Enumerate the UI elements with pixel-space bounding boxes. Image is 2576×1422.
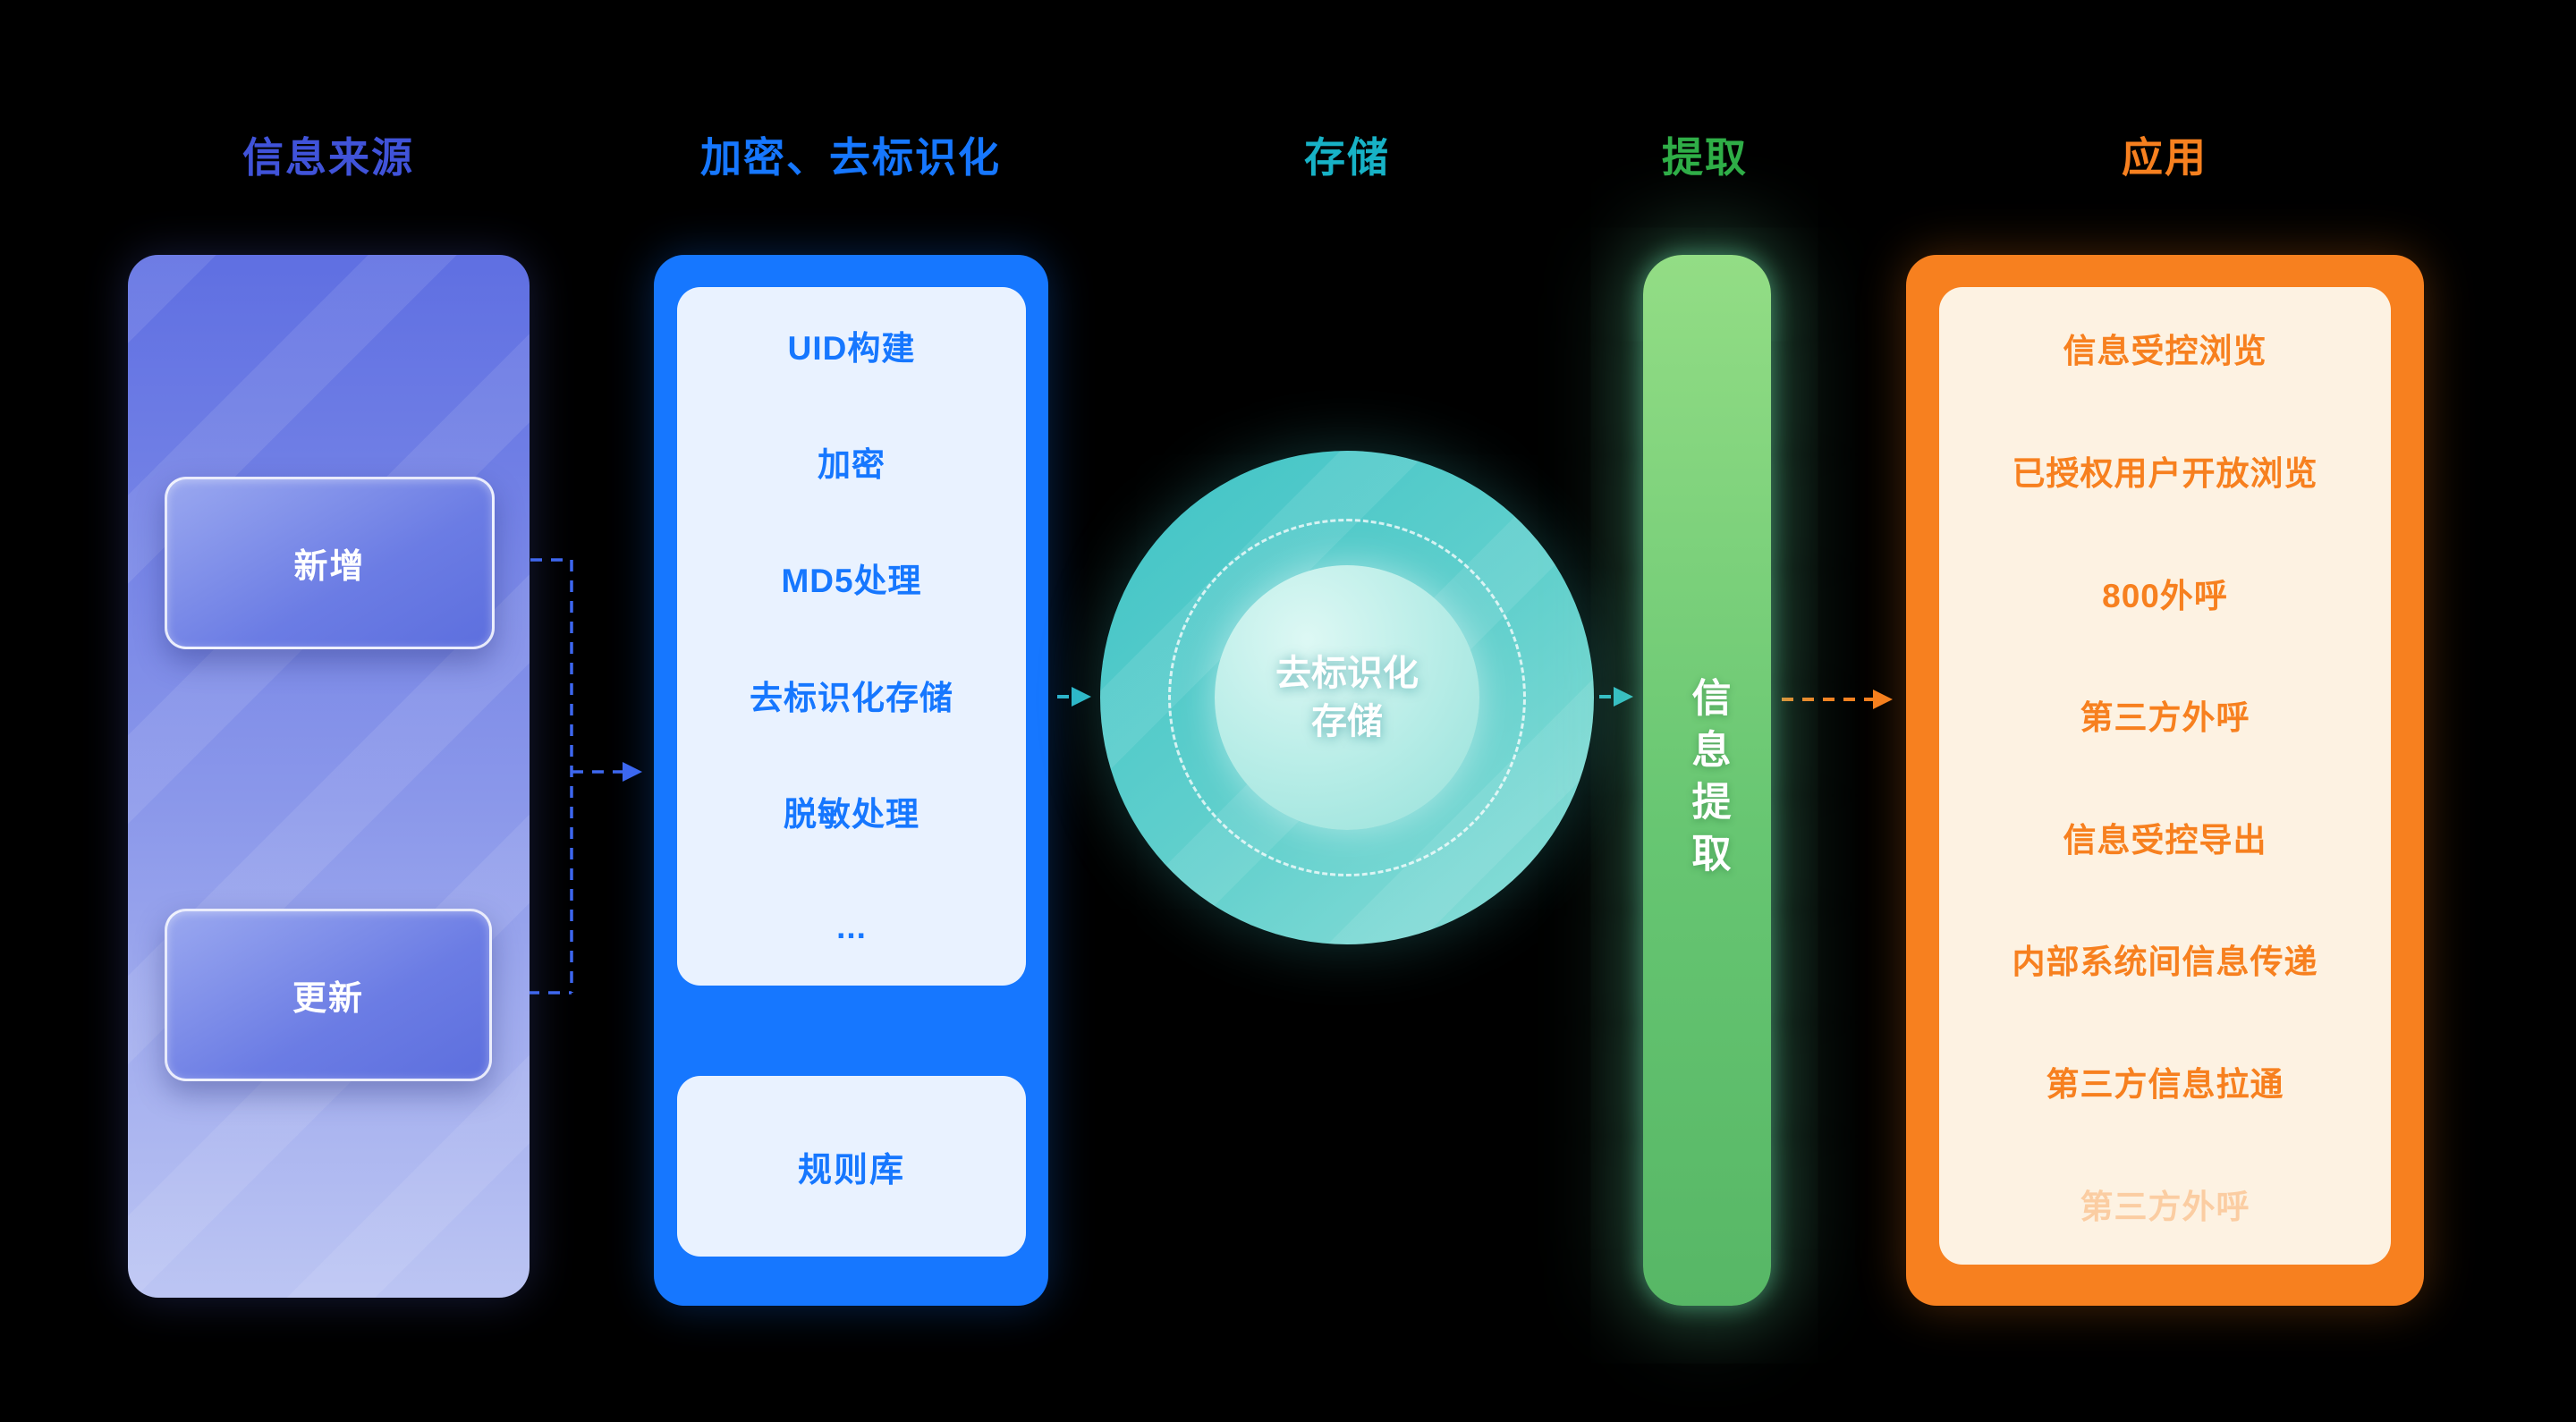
encrypt-step: UID构建: [787, 330, 916, 368]
apply-item-faded: 第三方外呼: [2080, 1188, 2250, 1225]
apply-item: 内部系统间信息传递: [2012, 944, 2318, 981]
encrypt-step: 加密: [818, 446, 886, 484]
storage-dashed-ring: [1168, 519, 1526, 876]
apply-list: 信息受控浏览 已授权用户开放浏览 800外呼 第三方外呼 信息受控导出 内部系统…: [1939, 287, 2391, 1265]
storage-label-line2: 存储: [1311, 702, 1383, 741]
apply-panel: 信息受控浏览 已授权用户开放浏览 800外呼 第三方外呼 信息受控导出 内部系统…: [1906, 255, 2424, 1306]
source-chip-update: 更新: [165, 909, 492, 1081]
source-chip-new: 新增: [165, 477, 495, 649]
encrypt-step: 脱敏处理: [784, 795, 919, 833]
header-source: 信息来源: [242, 134, 414, 181]
source-chip-update-label: 更新: [292, 980, 364, 1018]
apply-item: 已授权用户开放浏览: [2012, 454, 2318, 492]
source-chip-new-label: 新增: [293, 548, 366, 586]
apply-item: 第三方外呼: [2080, 699, 2250, 737]
encrypt-panel: UID构建 加密 MD5处理 去标识化存储 脱敏处理 ... 规则库: [654, 255, 1048, 1306]
apply-item: 信息受控浏览: [2063, 333, 2267, 370]
encrypt-step-ellipsis: ...: [836, 908, 867, 945]
apply-item: 第三方信息拉通: [2046, 1066, 2284, 1104]
header-apply: 应用: [2122, 134, 2207, 181]
encrypt-step: MD5处理: [781, 563, 922, 600]
storage-circle: 去标识化 存储: [1100, 451, 1594, 944]
header-encrypt: 加密、去标识化: [700, 134, 1001, 181]
apply-item: 信息受控导出: [2063, 821, 2267, 859]
extract-bar-label: 信息提取: [1685, 676, 1730, 885]
storage-label-line1: 去标识化: [1275, 654, 1419, 693]
header-extract: 提取: [1662, 134, 1748, 181]
apply-item: 800外呼: [2102, 577, 2228, 614]
source-panel: 新增 更新: [128, 255, 530, 1298]
encrypt-steps-box: UID构建 加密 MD5处理 去标识化存储 脱敏处理 ...: [677, 287, 1026, 986]
header-storage: 存储: [1304, 134, 1390, 181]
extract-bar: 信息提取: [1643, 255, 1771, 1306]
storage-inner-circle: 去标识化 存储: [1215, 565, 1479, 830]
rule-base-label: 规则库: [797, 1151, 905, 1189]
rule-base-box: 规则库: [677, 1076, 1026, 1257]
encrypt-step: 去标识化存储: [750, 679, 953, 716]
